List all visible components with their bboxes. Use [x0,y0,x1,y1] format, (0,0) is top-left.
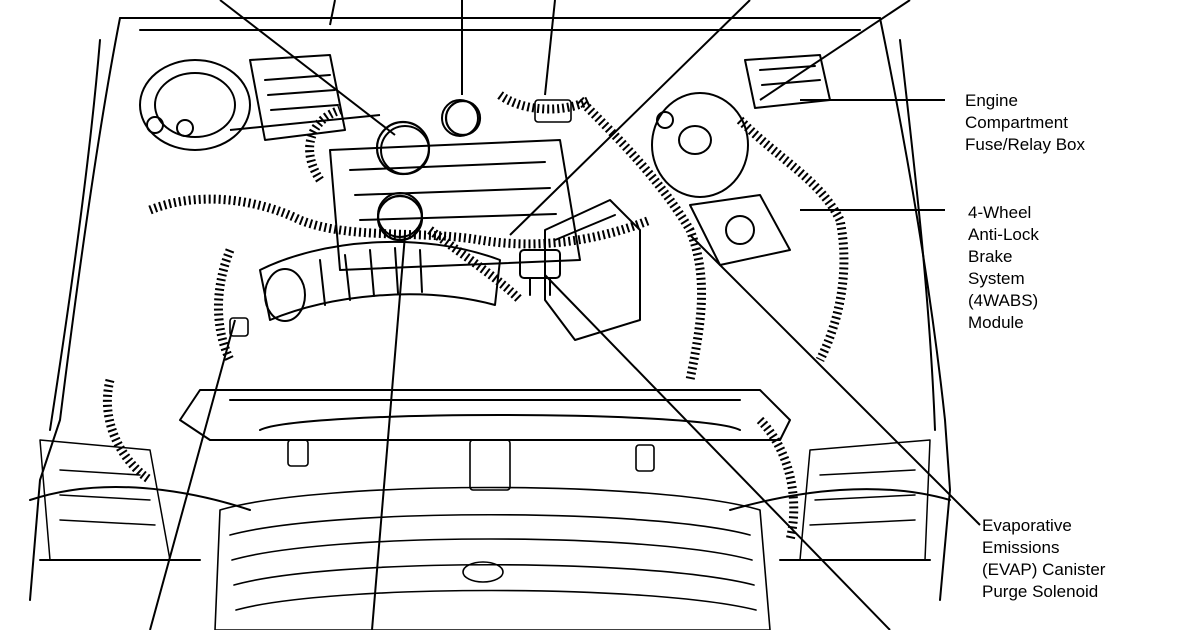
brake-booster [139,59,251,151]
callout-abs-module: 4-Wheel Anti-Lock Brake System (4WABS) M… [968,202,1039,334]
callout-line: Module [968,313,1024,332]
callout-evap-solenoid: Evaporative Emissions (EVAP) Canister Pu… [982,515,1105,603]
leader-lines [149,0,981,630]
callout-line: Compartment [965,113,1068,132]
washer-reservoir [651,92,749,198]
callout-line: Fuse/Relay Box [965,135,1085,154]
vehicle-body-outline [29,17,951,601]
callout-line: Engine [965,91,1018,110]
callout-line: Evaporative [982,516,1072,535]
headlamp-right [799,439,931,561]
callout-line: Brake [968,247,1013,266]
headlamp-left [39,439,171,561]
coolant-reservoir [544,199,641,341]
air-intake-duct [259,240,501,322]
connectors [229,99,655,491]
highlight-circles [375,99,482,242]
wiring-harness [102,91,849,542]
abs-module [689,194,791,266]
callout-line: (4WABS) [968,291,1039,310]
callout-line: Anti-Lock [968,225,1039,244]
evap-purge-solenoid [519,249,561,296]
front-grille [214,486,771,630]
engine-block [329,99,581,271]
callout-line: (EVAP) Canister [982,560,1106,579]
callout-line: 4-Wheel [968,203,1032,222]
radiator-support [179,389,791,441]
callout-line: System [968,269,1025,288]
callout-line: Emissions [982,538,1060,557]
callout-line: Purge Solenoid [982,582,1099,601]
callout-fuse-relay-box: Engine Compartment Fuse/Relay Box [965,90,1085,156]
